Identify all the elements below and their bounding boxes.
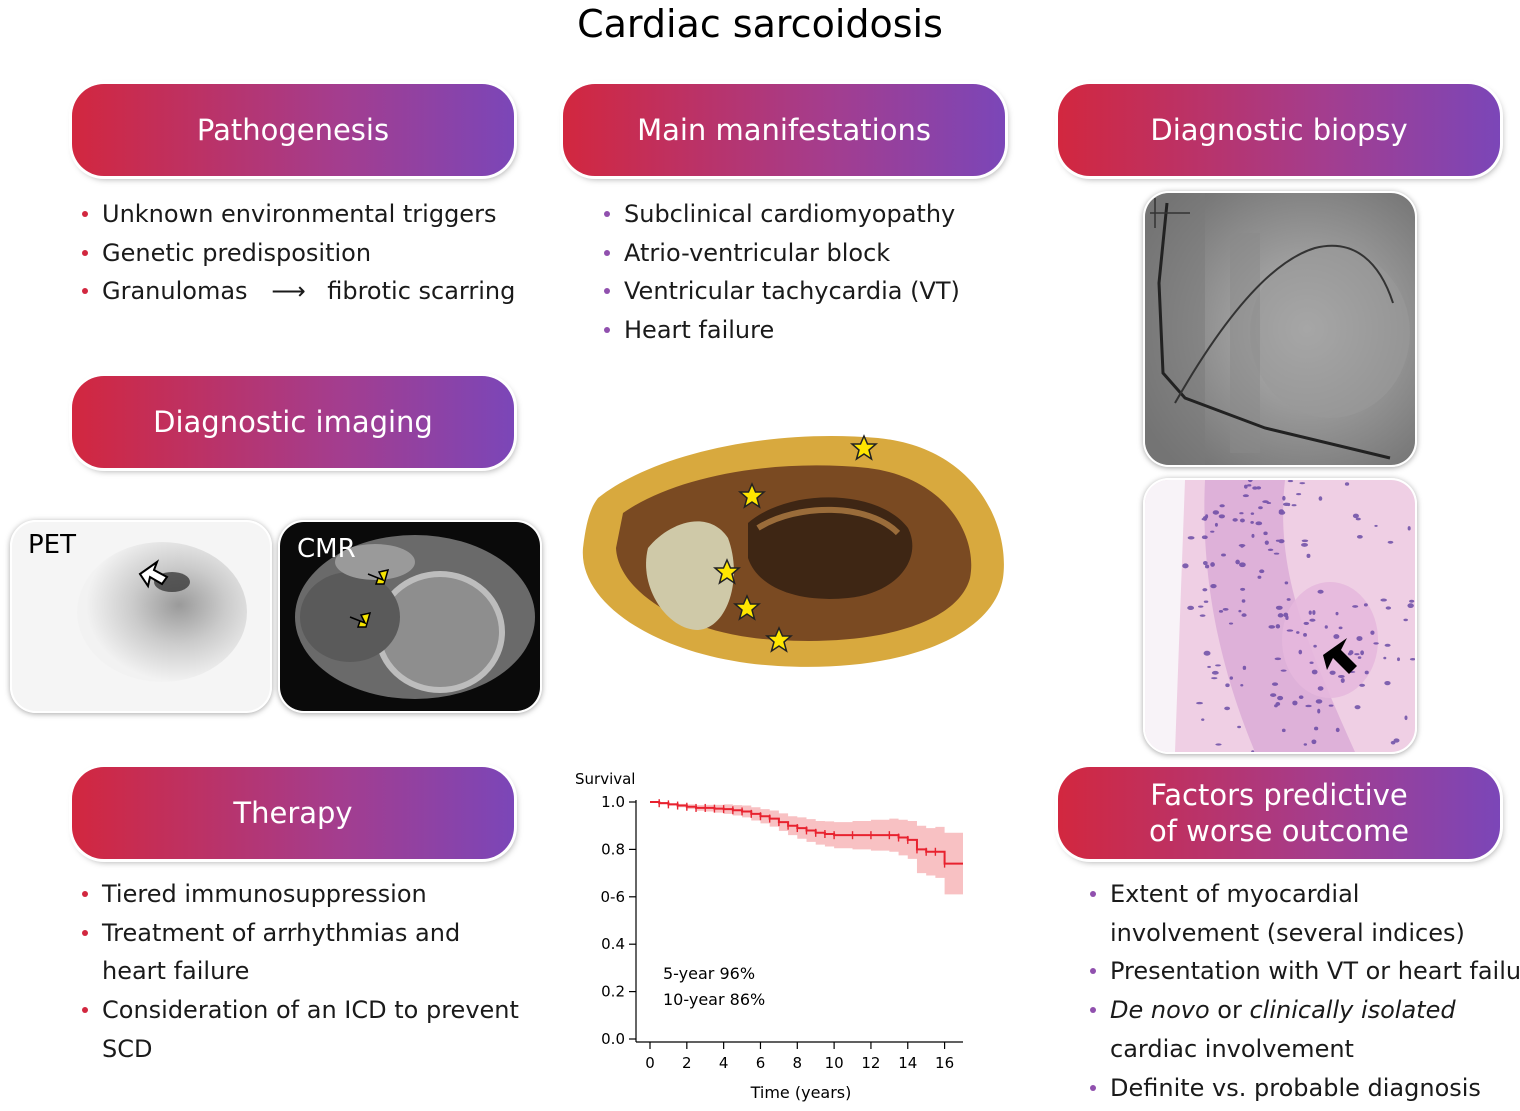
list-item: Definite vs. probable diagnosis (1080, 1069, 1520, 1108)
cmr-label: CMR (297, 534, 356, 564)
pet-label: PET (28, 530, 76, 560)
fluoroscopy-image (1143, 191, 1417, 467)
x-tick-label: 8 (793, 1054, 803, 1072)
list-item: Granulomas ⟶ fibrotic scarring (72, 272, 542, 311)
list-item: Heart failure (594, 311, 1014, 350)
list-item: Presentation with VT or heart failure (1080, 952, 1520, 991)
right-arrow-icon: ⟶ (271, 277, 306, 306)
x-tick-label: 4 (719, 1054, 729, 1072)
clinically-isolated-text: clinically isolated (1249, 996, 1456, 1025)
y-tick-label: 1.0 (601, 793, 625, 811)
list-item: Tiered immunosuppression (72, 875, 562, 914)
therapy-heading-text: Therapy (233, 795, 353, 830)
y-tick-label: 0.0 (601, 1030, 625, 1048)
x-tick-label: 10 (825, 1054, 844, 1072)
therapy-heading: Therapy (72, 767, 514, 859)
x-tick-label: 16 (935, 1054, 954, 1072)
y-tick-label: 0.4 (601, 935, 625, 953)
survival-chart: 0 2 4 6 8 10 12 14 16 0.0 0.2 0.4 0-6 0.8 1.0 Surviva… (566, 762, 976, 1107)
factors-heading-line1: Factors predictive (1150, 777, 1408, 812)
list-item: Consideration of an ICD to prevent SCD (72, 991, 562, 1068)
list-item: Ventricular tachycardia (VT) (594, 272, 1014, 311)
star-icon (849, 434, 879, 461)
granulomas-text: Granulomas (102, 277, 248, 306)
list-item: Genetic predisposition (72, 234, 542, 273)
y-tick-label: 0.2 (601, 983, 625, 1001)
pet-image (10, 520, 272, 713)
arrow-icon (138, 559, 169, 589)
y-tick-label: 0.8 (601, 840, 625, 858)
annotation-5-year: 5-year 96% (663, 964, 755, 983)
y-axis-label: Survival (575, 770, 635, 788)
manifestations-heading-text: Main manifestations (637, 112, 931, 147)
page-title: Cardiac sarcoidosis (577, 2, 943, 46)
pathogenesis-list: Unknown environmental triggers Genetic p… (72, 195, 542, 311)
list-item: Atrio-ventricular block (594, 234, 1014, 273)
survival-chart-svg: 0 2 4 6 8 10 12 14 16 0.0 0.2 0.4 0-6 0.8 1.0 Surviva… (575, 770, 963, 1102)
star-icon (732, 594, 762, 621)
x-tick-label: 0 (645, 1054, 655, 1072)
cardiac-involvement-text: cardiac involvement (1110, 1034, 1354, 1063)
list-item: De novo or clinically isolated cardiac i… (1080, 991, 1500, 1068)
list-item: Subclinical cardiomyopathy (594, 195, 1014, 234)
pathogenesis-heading: Pathogenesis (72, 84, 514, 176)
factors-list: Extent of myocardial involvement (severa… (1080, 875, 1520, 1107)
biopsy-heading-text: Diagnostic biopsy (1150, 112, 1408, 147)
therapy-list: Tiered immunosuppression Treatment of ar… (72, 875, 562, 1069)
biopsy-heading: Diagnostic biopsy (1058, 84, 1500, 176)
list-item: Extent of myocardial involvement (severa… (1080, 875, 1490, 952)
fibrotic-scarring-text: fibrotic scarring (327, 277, 516, 306)
x-tick-label: 6 (756, 1054, 766, 1072)
star-icon (737, 482, 767, 509)
star-icon (712, 558, 742, 585)
cmr-image (278, 520, 542, 713)
de-novo-text: De novo (1110, 996, 1210, 1025)
list-item: Treatment of arrhythmias and heart failu… (72, 914, 512, 991)
arrow-icon (367, 568, 390, 585)
manifestations-heading: Main manifestations (563, 84, 1005, 176)
or-text: or (1209, 996, 1250, 1025)
arrow-icon (1323, 638, 1357, 674)
arrow-icon (349, 611, 372, 628)
factors-heading-line2: of worse outcome (1149, 814, 1409, 848)
x-tick-label: 2 (682, 1054, 692, 1072)
annotation-10-year: 10-year 86% (663, 990, 765, 1009)
confidence-band (650, 802, 963, 895)
pathogenesis-heading-text: Pathogenesis (196, 112, 390, 147)
y-tick-label: 0-6 (601, 888, 626, 906)
imaging-heading-text: Diagnostic imaging (153, 404, 433, 439)
heart-specimen-image (578, 418, 1010, 678)
x-tick-label: 14 (898, 1054, 917, 1072)
imaging-heading: Diagnostic imaging (72, 376, 514, 468)
x-tick-label: 12 (861, 1054, 880, 1072)
manifestations-list: Subclinical cardiomyopathy Atrio-ventric… (594, 195, 1014, 350)
factors-heading: Factors predictive of worse outcome (1058, 767, 1500, 859)
x-axis-label: Time (years) (750, 1083, 852, 1102)
list-item: Unknown environmental triggers (72, 195, 542, 234)
star-icon (764, 626, 794, 653)
histology-image (1143, 478, 1417, 754)
